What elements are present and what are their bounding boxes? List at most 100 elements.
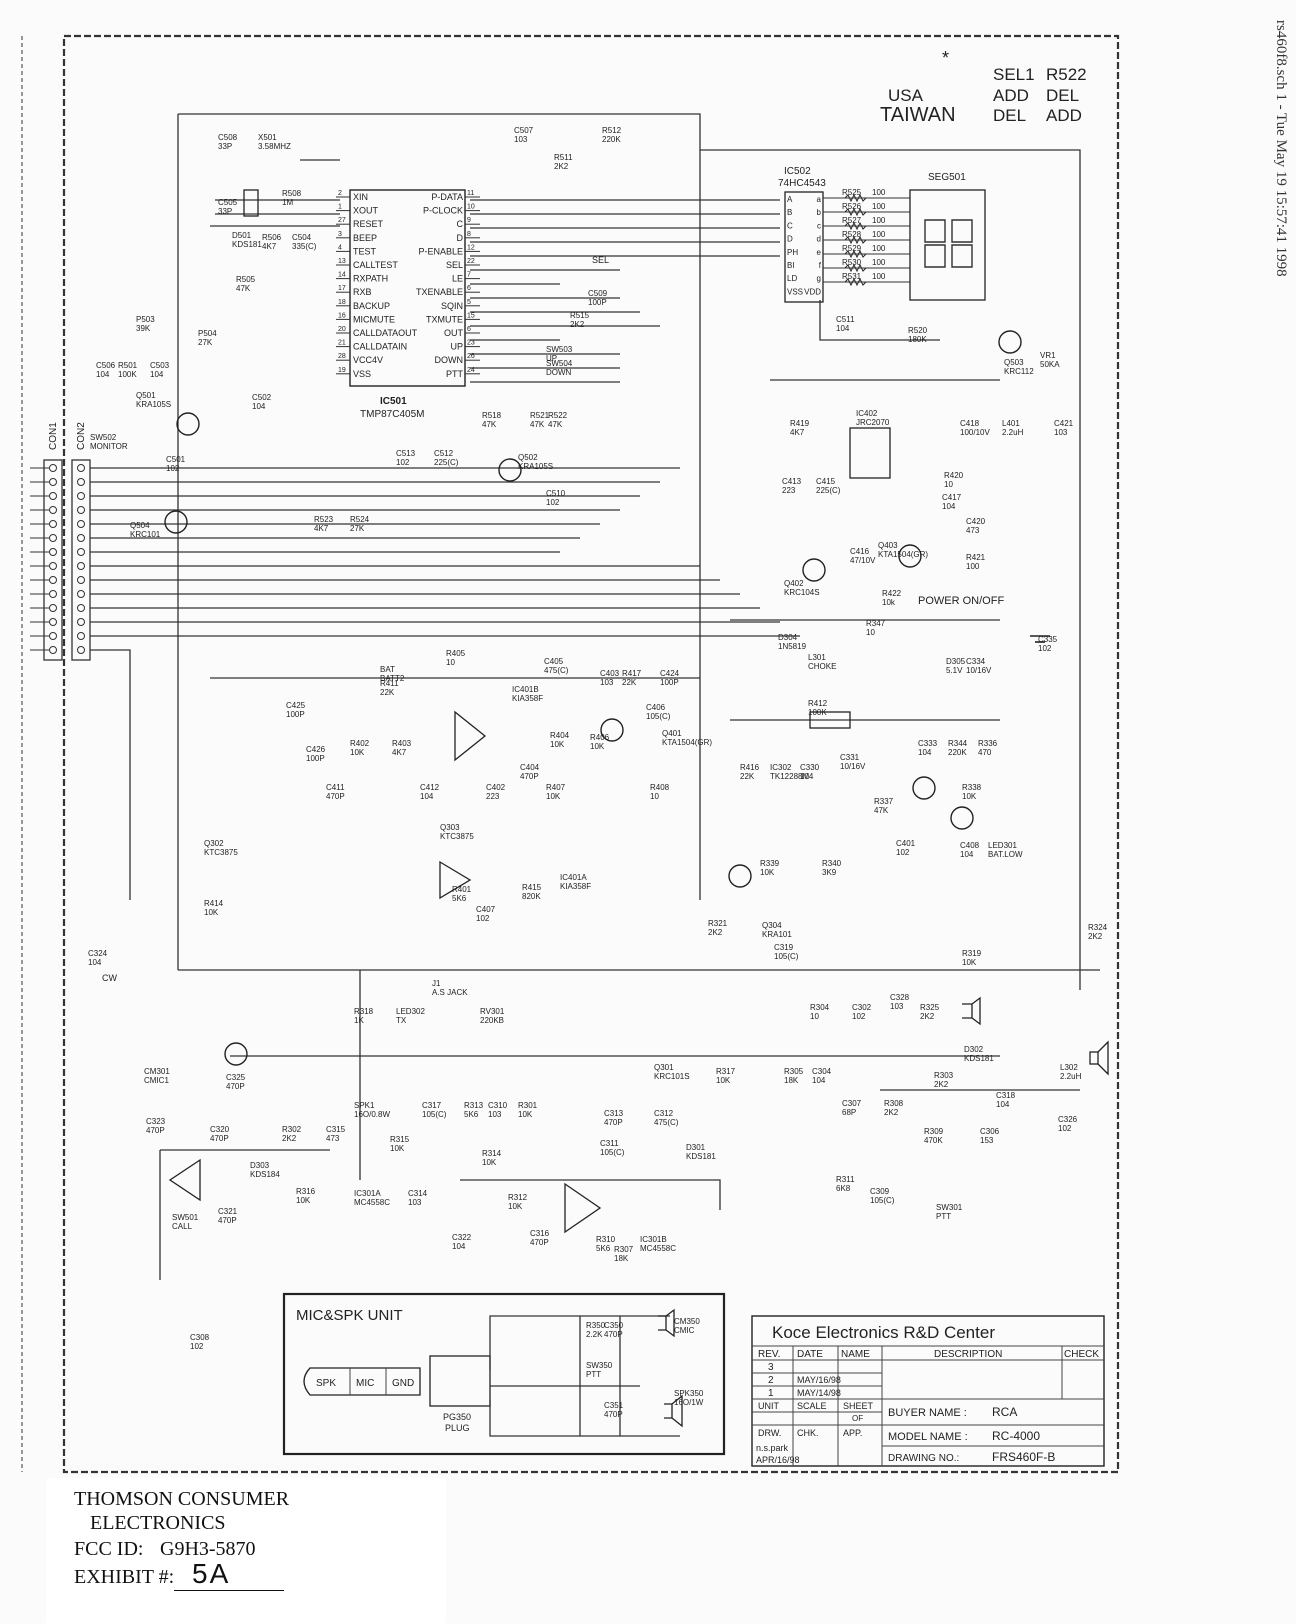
ic302-chip xyxy=(809,711,851,729)
component-value: 27K xyxy=(350,524,365,533)
component-ref: C404 xyxy=(520,763,540,772)
ic501-pin-number: 19 xyxy=(338,367,346,374)
component-ref: R402 xyxy=(350,739,370,748)
component-ref: R515 xyxy=(570,311,590,320)
component-value: KRA105S xyxy=(136,400,171,409)
drawing-label: DRAWING NO.: xyxy=(888,1453,959,1464)
mic-spk-part-value: 2.2K xyxy=(586,1330,603,1339)
ic501-pin-number: 3 xyxy=(338,231,342,238)
component-ref: R318 xyxy=(354,1007,374,1016)
component-ref: C512 xyxy=(434,449,454,458)
ic401a-opamp xyxy=(439,860,472,900)
component-value: CALL xyxy=(172,1222,193,1231)
component-value: 47K xyxy=(548,420,563,429)
segment-resistor-value: 100 xyxy=(872,244,886,253)
segment-resistor-ref: R525 xyxy=(842,188,862,197)
component-ref: R404 xyxy=(550,731,570,740)
mic-spk-part-ref: SW350 xyxy=(586,1361,613,1370)
ic502-pin-name: D xyxy=(787,235,793,244)
component-value: 2.2uH xyxy=(1002,428,1024,437)
ic501-pin-name: CALLTEST xyxy=(353,260,398,270)
component-value: 2K2 xyxy=(934,1080,949,1089)
component-value: 10K xyxy=(350,748,365,757)
model-label: MODEL NAME : xyxy=(888,1431,968,1443)
component-ref: C334 xyxy=(966,657,986,666)
segment-resistor-ref: R526 xyxy=(842,202,862,211)
component-value: 104 xyxy=(88,958,102,967)
mic-spk-part-value: 470P xyxy=(604,1410,623,1419)
component-ref: SPK1 xyxy=(354,1101,375,1110)
component-value: 105(C) xyxy=(600,1148,625,1157)
component-ref: R520 xyxy=(908,326,928,335)
component-value: 100/10V xyxy=(960,428,990,437)
component-ref: C333 xyxy=(918,739,938,748)
exhibit-value: 5A xyxy=(174,1558,284,1591)
header-check: CHECK xyxy=(1064,1349,1099,1360)
component-value: 4K7 xyxy=(790,428,805,437)
segment-resistor-value: 100 xyxy=(872,202,886,211)
transistor-symbols xyxy=(164,330,1022,1066)
component-ref: R414 xyxy=(204,899,224,908)
component-ref: C312 xyxy=(654,1109,674,1118)
ic501-pin-name: TXENABLE xyxy=(416,287,463,297)
buyer-label: BUYER NAME : xyxy=(888,1407,967,1419)
component-ref: C415 xyxy=(816,477,836,486)
ic501-pin-number: 23 xyxy=(467,340,475,347)
component-value: 220KB xyxy=(480,1016,504,1025)
drw-label: DRW. xyxy=(758,1428,781,1438)
component-ref: Q403 xyxy=(878,541,898,550)
component-ref: C314 xyxy=(408,1189,428,1198)
component-ref: C403 xyxy=(600,669,620,678)
plug-label: PLUG xyxy=(445,1423,470,1433)
component-ref: Q402 xyxy=(784,579,804,588)
option-region: USA xyxy=(888,86,924,105)
component-value: 5K6 xyxy=(464,1110,479,1119)
ic501-pin-number: 7 xyxy=(467,272,471,279)
component-ref: R421 xyxy=(966,553,986,562)
component-ref: R412 xyxy=(808,699,828,708)
ic501-pin-name: P-CLOCK xyxy=(423,206,463,216)
component-value: 103 xyxy=(600,678,614,687)
component-value: 47K xyxy=(236,284,251,293)
microphone-cm301 xyxy=(962,996,981,1026)
ic501-pin-name: UP xyxy=(450,342,463,352)
component-ref: R337 xyxy=(874,797,894,806)
component-ref: C331 xyxy=(840,753,860,762)
component-value: 103 xyxy=(408,1198,422,1207)
component-value: TX xyxy=(396,1016,407,1025)
component-ref: R307 xyxy=(614,1245,634,1254)
cw-label: CW xyxy=(102,973,117,983)
component-value: 102 xyxy=(476,914,490,923)
component-value: 225(C) xyxy=(816,486,841,495)
component-value: 2K2 xyxy=(1088,932,1103,941)
ic501-pin-name: P-DATA xyxy=(431,192,463,202)
component-ref: C328 xyxy=(890,993,910,1002)
speaker-spk1 xyxy=(1089,1040,1109,1076)
component-value: 104 xyxy=(420,792,434,801)
component-ref: Q302 xyxy=(204,839,224,848)
component-ref: C507 xyxy=(514,126,534,135)
component-ref: R417 xyxy=(622,669,642,678)
component-value: 470P xyxy=(226,1082,245,1091)
component-value: 104 xyxy=(452,1242,466,1251)
component-ref: Q301 xyxy=(654,1063,674,1072)
ic501-pin-name: C xyxy=(457,219,464,229)
ic502-pin-name: d xyxy=(817,235,821,244)
component-ref: VR1 xyxy=(1040,351,1056,360)
ic501-pin-number: 27 xyxy=(338,217,346,224)
component-value: 2K2 xyxy=(554,162,569,171)
component-ref: R336 xyxy=(978,739,998,748)
component-value: 470P xyxy=(520,772,539,781)
component-ref: C501 xyxy=(166,455,186,464)
component-value: 223 xyxy=(782,486,796,495)
component-ref: C315 xyxy=(326,1125,346,1134)
ic501-pin-number: 21 xyxy=(338,340,346,347)
ic501-pin-name: LE xyxy=(452,274,463,284)
component-value: 470P xyxy=(210,1134,229,1143)
component-ref: C325 xyxy=(226,1073,246,1082)
component-ref: BAT xyxy=(380,665,395,674)
option-col-r522: R522 xyxy=(1046,65,1087,84)
component-value: 39K xyxy=(136,324,151,333)
unit-label: UNIT xyxy=(758,1401,779,1411)
component-value: 100P xyxy=(286,710,305,719)
